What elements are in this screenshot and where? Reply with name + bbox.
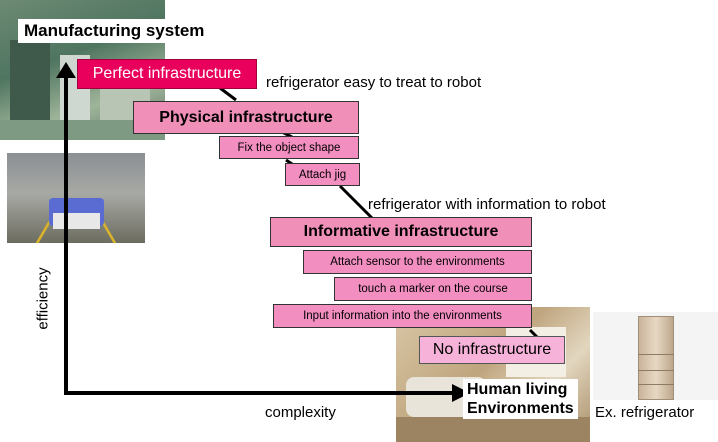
example-caption: Ex. refrigerator	[595, 404, 695, 421]
human-living-environments-label: Human living Environments	[463, 379, 578, 419]
manufacturing-system-label: Manufacturing system	[18, 19, 211, 43]
y-axis-label: efficiency	[34, 267, 52, 330]
robot-photo	[7, 153, 145, 243]
perfect-infrastructure-box: Perfect infrastructure	[77, 59, 257, 89]
note-easy-to-treat: refrigerator easy to treat to robot	[266, 74, 482, 91]
input-information-box: Input information into the environments	[273, 304, 532, 328]
human-living-line2: Environments	[467, 400, 574, 417]
x-axis	[64, 391, 456, 395]
x-axis-arrowhead	[452, 384, 470, 402]
note-with-information: refrigerator with information to robot	[368, 196, 606, 213]
fix-object-shape-box: Fix the object shape	[219, 136, 359, 159]
y-axis	[64, 72, 68, 394]
physical-infrastructure-box: Physical infrastructure	[133, 101, 359, 134]
y-axis-arrowhead	[56, 62, 76, 78]
informative-infrastructure-box: Informative infrastructure	[270, 217, 532, 247]
touch-marker-box: touch a marker on the course	[334, 277, 532, 301]
x-axis-label: complexity	[265, 404, 336, 421]
human-living-line1: Human living	[467, 381, 568, 398]
attach-jig-box: Attach jig	[285, 163, 360, 186]
attach-sensor-box: Attach sensor to the environments	[303, 250, 532, 274]
refrigerator-photo	[593, 312, 718, 400]
no-infrastructure-box: No infrastructure	[419, 336, 565, 364]
